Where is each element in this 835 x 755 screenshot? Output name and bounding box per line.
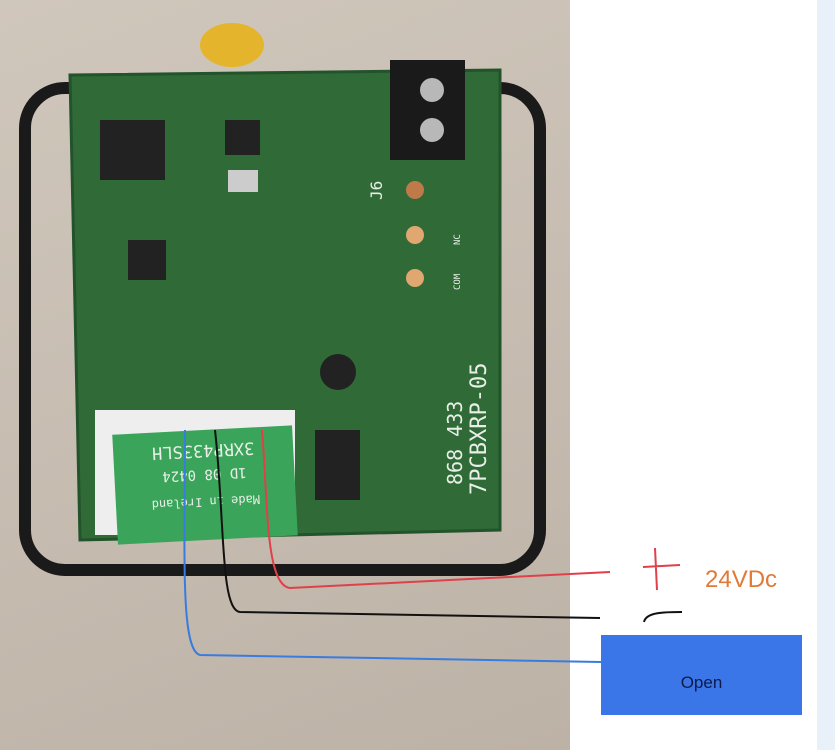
crystal xyxy=(228,170,258,192)
pad xyxy=(406,181,424,199)
signal-wire xyxy=(183,429,602,663)
chip xyxy=(225,120,260,155)
open-button[interactable]: Open xyxy=(601,635,802,715)
plus-sign-drawn xyxy=(642,547,681,591)
module-origin: Made in Ireland xyxy=(151,492,260,512)
pad xyxy=(406,269,424,287)
side-strip xyxy=(817,0,835,750)
receiver-module xyxy=(112,425,298,545)
terminal-screw xyxy=(420,78,444,102)
pad xyxy=(406,226,424,244)
microcontroller-chip xyxy=(100,120,165,180)
minus-sign-drawn xyxy=(643,611,683,623)
chip xyxy=(128,240,166,280)
frequency-label: 868 433 xyxy=(443,401,467,485)
wiring-annotations xyxy=(183,429,683,663)
antenna-cap xyxy=(200,23,264,67)
com-label: COM xyxy=(453,273,463,290)
terminal-block xyxy=(390,60,465,160)
module-code: 1D 08 0424 xyxy=(162,464,247,484)
board-label: 7PCBXRP-05 xyxy=(467,363,492,495)
receiver-board-photo: 3XRP433SLH 1D 08 0424 Made in Ireland 7P… xyxy=(0,0,570,750)
terminal-screw xyxy=(420,118,444,142)
positive-wire xyxy=(261,429,611,590)
regulator xyxy=(315,430,360,500)
pcb-illustration: 3XRP433SLH 1D 08 0424 Made in Ireland 7P… xyxy=(19,23,546,576)
negative-wire xyxy=(214,429,601,619)
connector-label: J6 xyxy=(367,181,386,200)
nc-label: NC xyxy=(453,234,463,245)
capacitor xyxy=(320,354,356,390)
voltage-label: 24VDc xyxy=(705,566,778,593)
